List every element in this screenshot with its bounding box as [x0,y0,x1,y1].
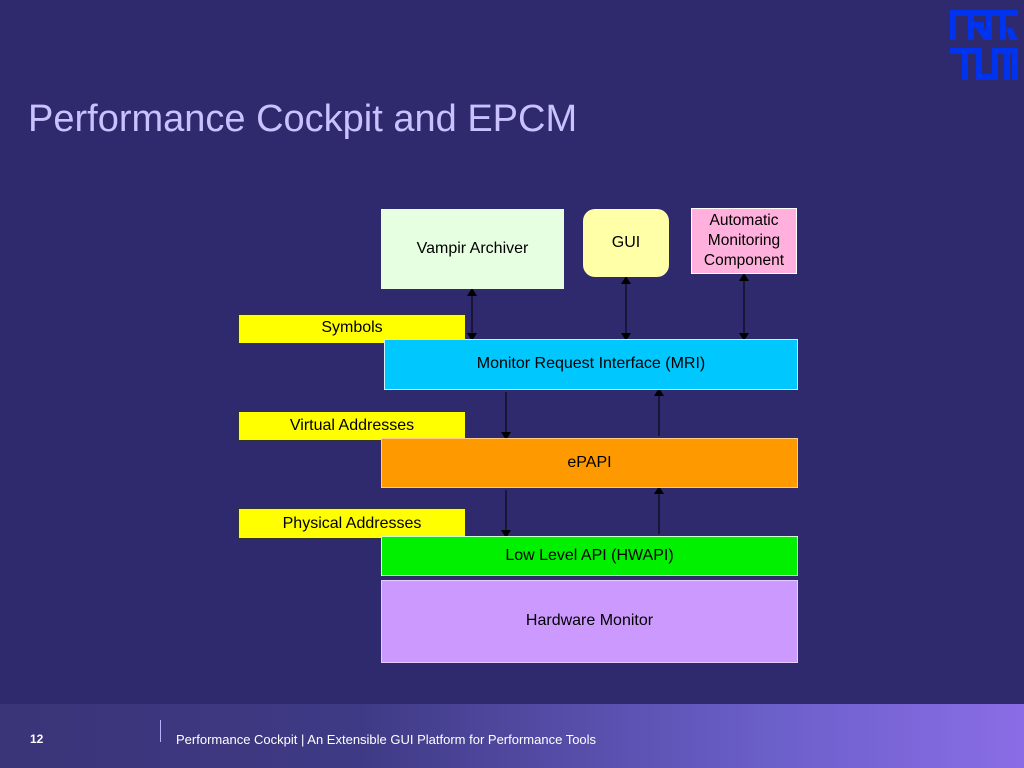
footer-right: | An Extensible GUI Platform for Perform… [301,732,597,747]
footer-left: Performance Cockpit [176,732,298,747]
epapi-label: ePAPI [567,453,612,471]
hardware-monitor-label: Hardware Monitor [525,612,654,630]
footer-text: Performance Cockpit | An Extensible GUI … [176,732,596,747]
epapi-box: ePAPI [381,438,798,488]
physical-addresses-tag: Physical Addresses [238,508,466,539]
gui-box: GUI [583,209,669,277]
vampir-archiver-label: Vampir Archiver [416,239,529,257]
virtual-addresses-label: Virtual Addresses [289,417,415,434]
virtual-addresses-tag: Virtual Addresses [238,411,466,441]
amc-line-3: Component [703,252,785,270]
footer-separator [160,720,161,742]
mri-label: Monitor Request Interface (MRI) [476,355,706,373]
hwapi-box: Low Level API (HWAPI) [381,536,798,576]
automatic-monitoring-component-box: Automatic Monitoring Component [691,208,797,274]
physical-addresses-label: Physical Addresses [282,515,422,532]
amc-line-2: Monitoring [707,231,781,249]
tum-logo-icon [950,10,1018,80]
automatic-monitoring-label: Automatic Monitoring Component [704,211,784,271]
gui-label: GUI [611,234,641,251]
page-number: 12 [30,732,44,746]
symbols-tag: Symbols [238,314,466,344]
vampir-archiver-box: Vampir Archiver [381,209,564,289]
amc-line-1: Automatic [709,211,779,229]
hardware-monitor-box: Hardware Monitor [381,580,798,663]
footer-band [0,704,1024,768]
symbols-label: Symbols [321,319,383,336]
slide-title: Performance Cockpit and EPCM [28,98,578,140]
mri-box: Monitor Request Interface (MRI) [384,339,798,390]
hwapi-label: Low Level API (HWAPI) [505,546,674,564]
